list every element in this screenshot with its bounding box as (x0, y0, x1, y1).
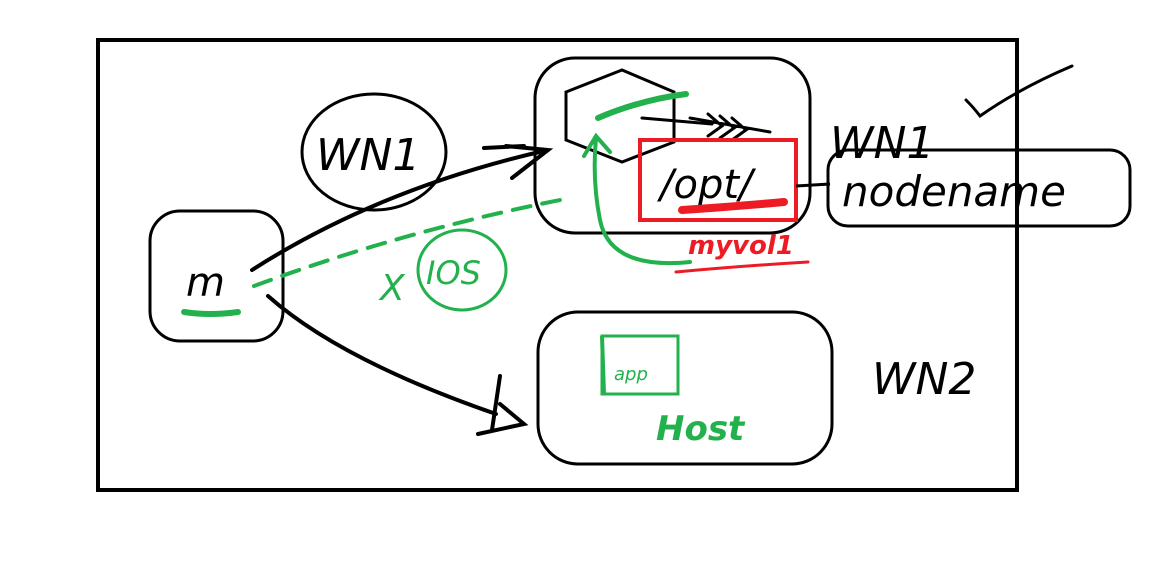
opt-red-underline (678, 198, 788, 214)
green-loop-arrow (582, 132, 692, 265)
ios-label: IOS (426, 254, 481, 292)
ios-circle (416, 228, 508, 312)
wn1-check-mark (964, 64, 1074, 119)
nodename-label: nodename (842, 167, 1066, 216)
pod-mount-arrow (640, 112, 772, 142)
pod-green-mark (595, 91, 689, 121)
pod-hexagon-icon (564, 68, 676, 164)
host-label: Host (656, 409, 746, 449)
opt-path-label: /opt/ (657, 162, 757, 208)
myvol-underline (674, 260, 810, 274)
master-node-label: m (186, 260, 225, 306)
wn2-mini-box-label: app (614, 364, 648, 385)
master-to-wn1-arrow (250, 144, 554, 272)
master-to-wn1-dashed-line (252, 198, 562, 288)
wn2-label: WN2 (872, 354, 976, 405)
opt-volume-box (638, 138, 798, 222)
wn2-mini-box-line (600, 335, 606, 395)
master-to-wn2-arrow (266, 294, 529, 436)
worker-node-2-box (536, 310, 834, 466)
cluster-frame (96, 38, 1019, 492)
master-node-underline (181, 309, 241, 317)
wn1-circle (300, 92, 448, 212)
worker-node-1-box (533, 56, 812, 235)
myvol-label: myvol1 (688, 231, 794, 261)
wn1-circled-label: WN1 (316, 130, 420, 181)
opt-to-nodename-line (795, 182, 831, 188)
nodename-box (826, 148, 1132, 228)
x-label: X (378, 268, 406, 309)
wn1-right-label: WN1 (830, 118, 934, 169)
